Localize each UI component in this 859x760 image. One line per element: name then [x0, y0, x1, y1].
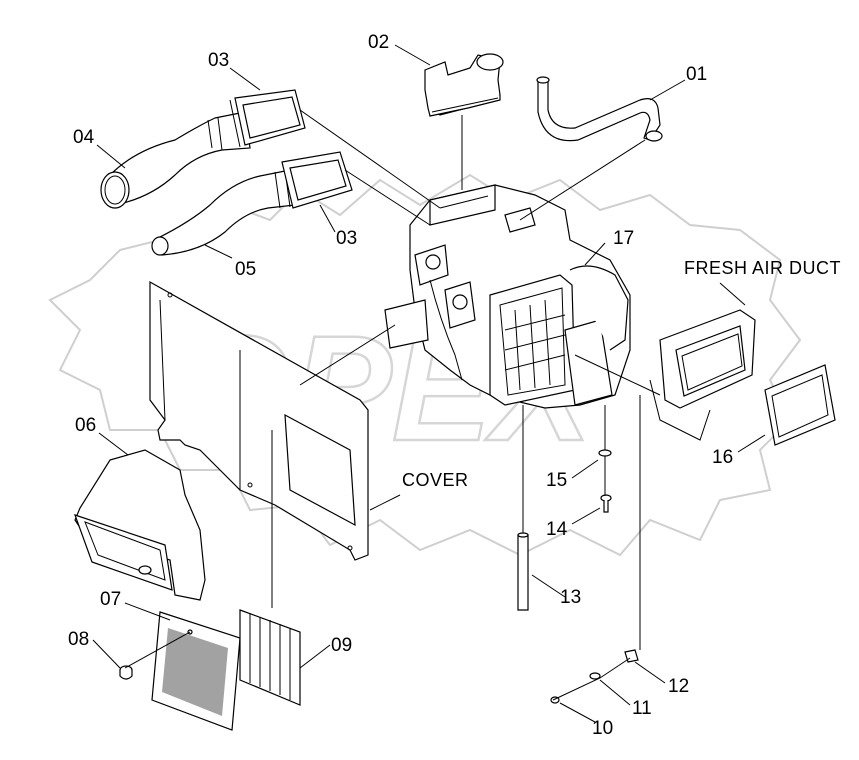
- part-15-washer: [598, 449, 612, 457]
- part-08-screw: [119, 665, 133, 680]
- callout-08: 08: [68, 629, 89, 650]
- callout-02: 02: [368, 32, 389, 53]
- label-fresh-air-duct: FRESH AIR DUCT: [684, 258, 841, 278]
- part-04-hose-upper: [100, 111, 251, 209]
- part-17-heater-unit: [384, 184, 631, 409]
- callout-05: 05: [235, 259, 256, 280]
- callout-12: 12: [668, 676, 689, 697]
- part-03-adapter-lower: [281, 151, 353, 209]
- cover-panel: [149, 280, 369, 561]
- callout-04: 04: [73, 127, 95, 148]
- callout-10: 10: [592, 718, 613, 739]
- callout-06: 06: [75, 415, 96, 436]
- part-11-washer: [589, 672, 601, 680]
- callout-16: 16: [712, 447, 733, 468]
- watermark-gear-outline: [48, 173, 802, 557]
- callout-13: 13: [560, 587, 581, 608]
- part-13-rod: [517, 532, 529, 611]
- callout-01: 01: [686, 64, 707, 85]
- part-02-duct: [424, 53, 504, 117]
- callout-11: 11: [632, 698, 652, 719]
- callout-09: 09: [331, 635, 352, 656]
- callout-07: 07: [100, 589, 121, 610]
- part-05-hose-lower: [151, 169, 296, 256]
- callout-03-lower: 03: [336, 228, 357, 249]
- leader-lines: [92, 44, 766, 723]
- callout-03-upper: 03: [208, 50, 229, 71]
- part-06-vent-housing: [74, 449, 206, 601]
- part-03-adapter-upper: [229, 89, 306, 148]
- fresh-air-duct: [649, 309, 756, 441]
- callout-15: 15: [546, 470, 567, 491]
- part-16-filter-cover: [764, 364, 836, 446]
- callout-17: 17: [613, 228, 634, 249]
- part-01-hose: [536, 76, 663, 142]
- part-07-grille: [151, 611, 241, 731]
- callout-14: 14: [546, 519, 568, 540]
- part-09-filter: [239, 609, 301, 706]
- part-14-bolt: [600, 494, 612, 513]
- label-cover: COVER: [402, 470, 469, 490]
- callout-labels: 01 02 03 03 04 05 06 07 08 09 10 11 12 1…: [68, 32, 841, 739]
